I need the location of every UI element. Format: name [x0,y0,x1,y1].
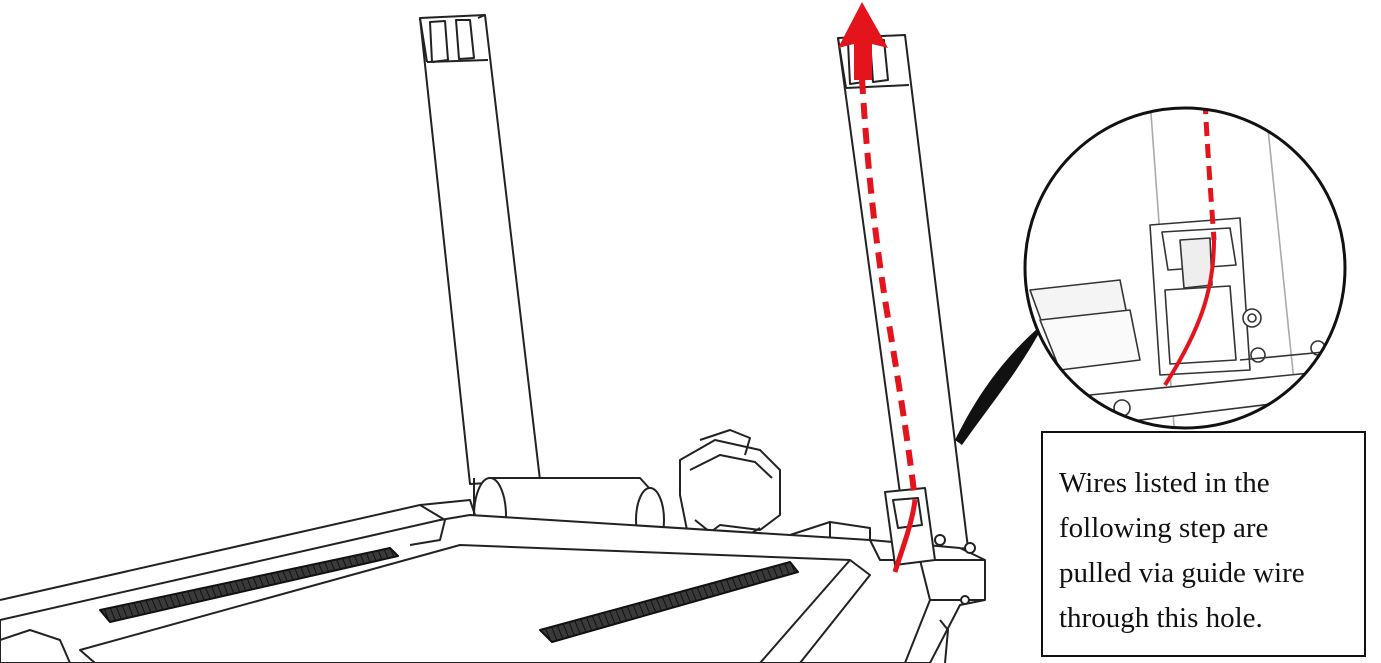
callout-line-4: through this hole. [1059,602,1263,634]
right-tread-strip [539,561,799,643]
magnifier-circle-icon [1023,106,1347,430]
callout-line-2: following step are [1059,512,1269,544]
left-upright [419,14,541,485]
left-tread-strip [99,547,399,623]
right-upright [837,34,969,553]
detail-leader [955,322,1045,445]
wire-path-dashed [859,77,918,501]
treadmill-deck [0,499,986,663]
wire-path-solid [892,499,918,573]
detail-wire-solid [1163,239,1216,387]
callout-text: Wires listed in the following step are p… [1059,461,1348,641]
callout-line-3: pulled via guide wire [1059,557,1305,589]
callout-box: Wires listed in the following step are p… [1041,431,1366,657]
callout-line-1: Wires listed in the [1059,467,1270,499]
arrow-up-icon [838,2,888,80]
